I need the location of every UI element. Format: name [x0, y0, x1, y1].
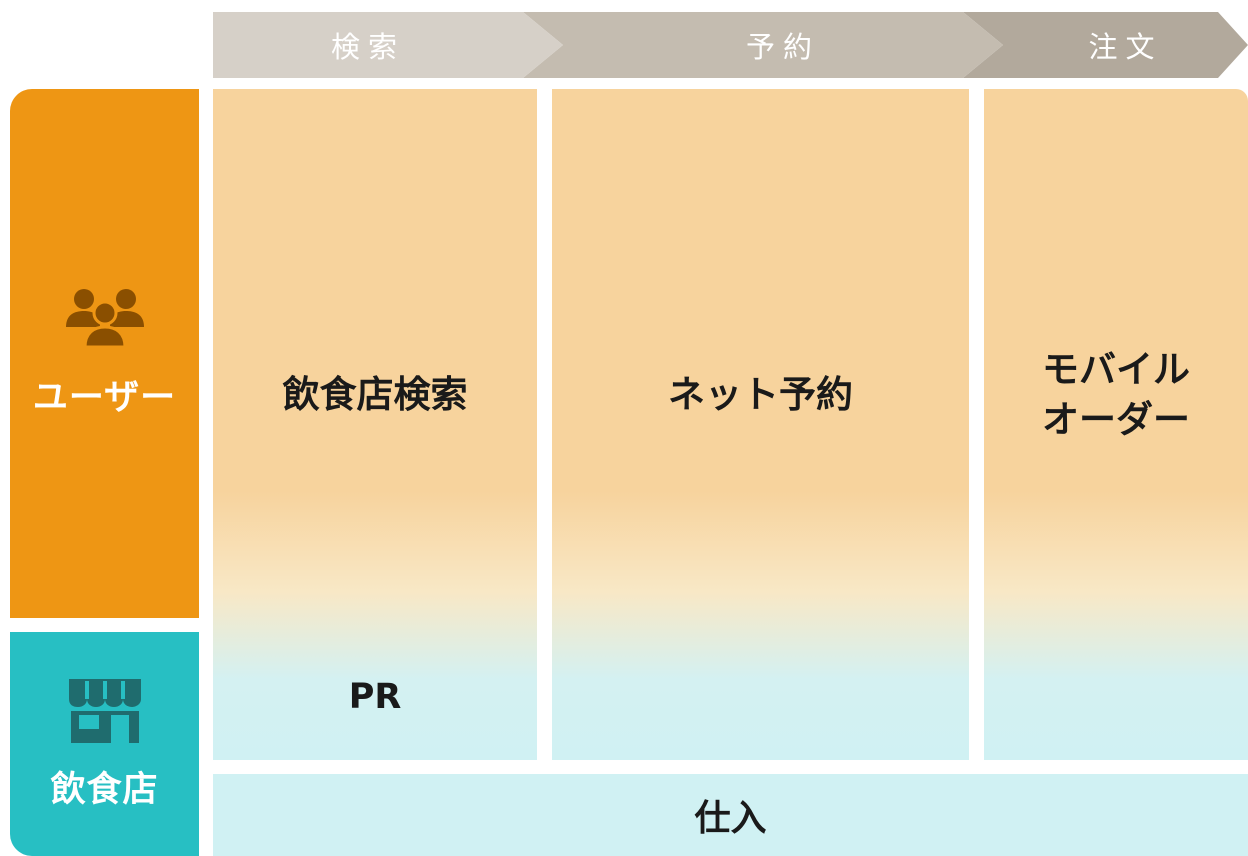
- step-order: 注文: [963, 12, 1248, 78]
- column-restaurant-search: 飲食店検索 PR: [213, 89, 537, 760]
- user-label: ユーザー: [32, 378, 177, 418]
- store-icon: [68, 678, 141, 743]
- step-search: 検索: [213, 12, 563, 78]
- users-icon: [65, 289, 144, 349]
- store-label: 飲食店: [50, 769, 159, 810]
- store-row-label: 飲食店: [10, 632, 199, 856]
- step-search-label: 検索: [330, 30, 405, 64]
- user-row-label: ユーザー: [10, 89, 199, 618]
- process-steps: 検索 予約 注文: [213, 12, 1248, 78]
- step-reservation: 予約: [523, 12, 1003, 78]
- purchasing-label: 仕入: [694, 798, 767, 839]
- column-title: 飲食店検索: [282, 373, 468, 417]
- step-reservation-label: 予約: [745, 30, 820, 64]
- column-title: ネット予約: [668, 373, 853, 417]
- column-mobile-order: モバイル オーダー: [984, 89, 1248, 760]
- step-order-label: 注文: [1088, 30, 1163, 64]
- purchasing-bar: 仕入: [213, 774, 1248, 856]
- column-online-reservation: ネット予約: [552, 89, 969, 760]
- column-sub-label: PR: [348, 677, 402, 717]
- column-title: モバイル オーダー: [1042, 348, 1190, 441]
